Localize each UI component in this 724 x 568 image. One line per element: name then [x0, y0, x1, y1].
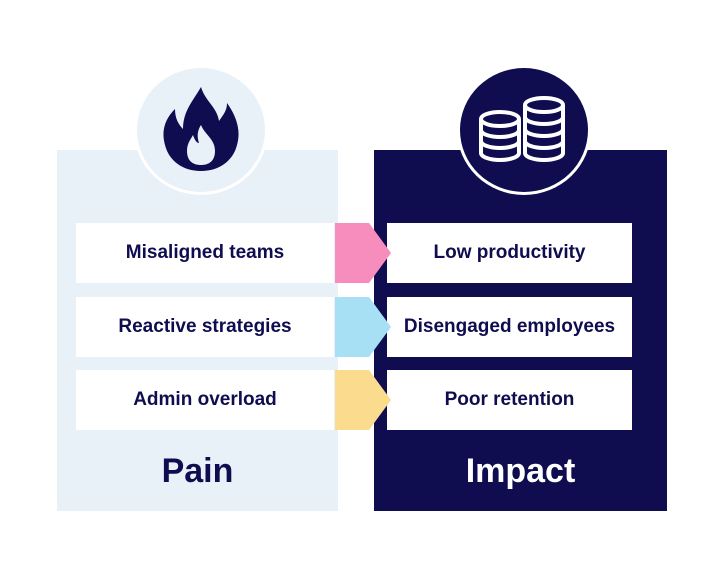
- pain-item: Admin overload: [76, 370, 334, 430]
- impact-item: Poor retention: [387, 370, 632, 430]
- pain-title: Pain: [161, 452, 234, 490]
- arrow-yellow-icon: [335, 370, 391, 430]
- impact-title: Impact: [465, 452, 576, 490]
- fire-icon: [163, 87, 239, 171]
- pain-item: Reactive strategies: [76, 297, 334, 357]
- arrow-pink-icon: [335, 223, 391, 283]
- pain-icon-circle: [134, 65, 268, 195]
- impact-icon-circle: [457, 65, 591, 195]
- impact-item: Low productivity: [387, 223, 632, 283]
- arrow-blue-icon: [335, 297, 391, 357]
- coins-icon: [479, 96, 565, 163]
- pain-item: Misaligned teams: [76, 223, 334, 283]
- impact-item: Disengaged employees: [387, 297, 632, 357]
